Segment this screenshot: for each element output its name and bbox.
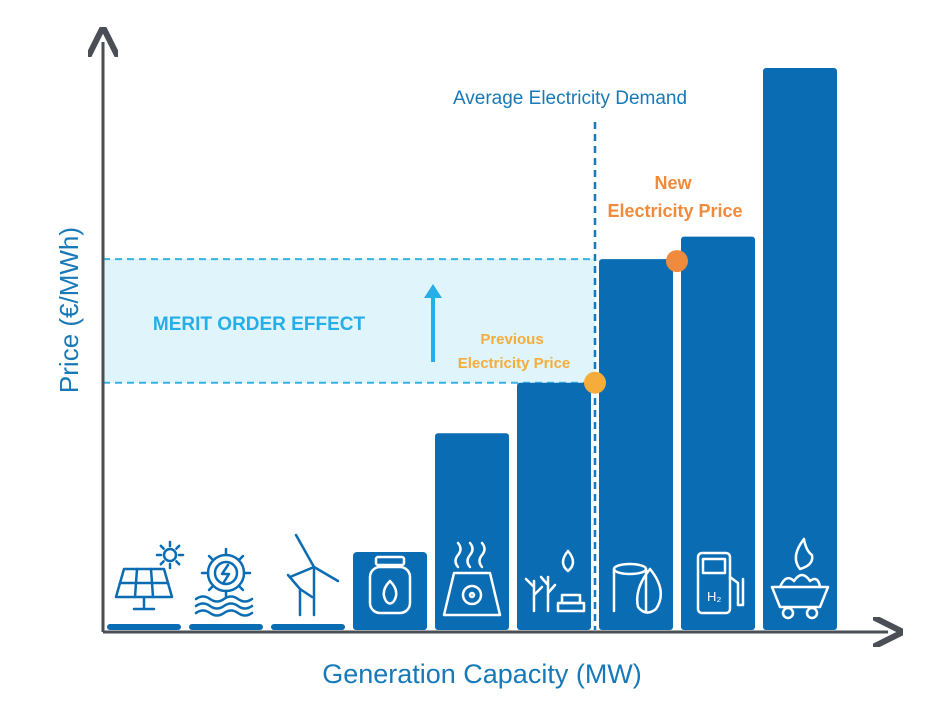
merit-order-effect-label: MERIT ORDER EFFECT (153, 314, 366, 335)
nuclear-plant-icon (442, 541, 502, 617)
svg-text:H₂: H₂ (707, 589, 721, 604)
demand-label: Average Electricity Demand (453, 88, 687, 109)
previous-price-marker (584, 371, 606, 394)
bar-oil (599, 259, 673, 630)
new-price-marker (666, 250, 688, 273)
bar-wind (271, 624, 345, 630)
bar-hydro (189, 624, 263, 630)
bar-hydrogen (681, 236, 755, 630)
wind-turbine-icon (286, 533, 340, 617)
new-price-label-line2: Electricity Price (607, 201, 742, 221)
y-axis-label: Price (€/MWh) (54, 227, 84, 393)
bar-biomass (517, 382, 591, 630)
coal-cart-icon (770, 537, 830, 620)
bar-coal (763, 68, 837, 630)
merit-order-band (103, 259, 595, 383)
solar-panel-icon (114, 540, 185, 611)
hydrogen-pump-icon: H₂ (696, 551, 745, 615)
up-arrow-icon (424, 284, 442, 362)
bar-solar (107, 624, 181, 630)
biomass-icon (524, 549, 586, 613)
x-axis-label: Generation Capacity (MW) (322, 659, 642, 689)
hydro-gear-icon (194, 547, 254, 617)
bars-group: H₂ (107, 68, 837, 630)
bar-gas-box (353, 552, 427, 630)
previous-price-label-line1: Previous (480, 331, 543, 348)
previous-price-label-line2: Electricity Price (458, 355, 571, 372)
oil-barrel-icon (612, 562, 663, 614)
gas-cylinder-icon (368, 555, 412, 615)
bar-nuclear (435, 433, 509, 630)
new-price-label-line1: New (654, 173, 692, 193)
